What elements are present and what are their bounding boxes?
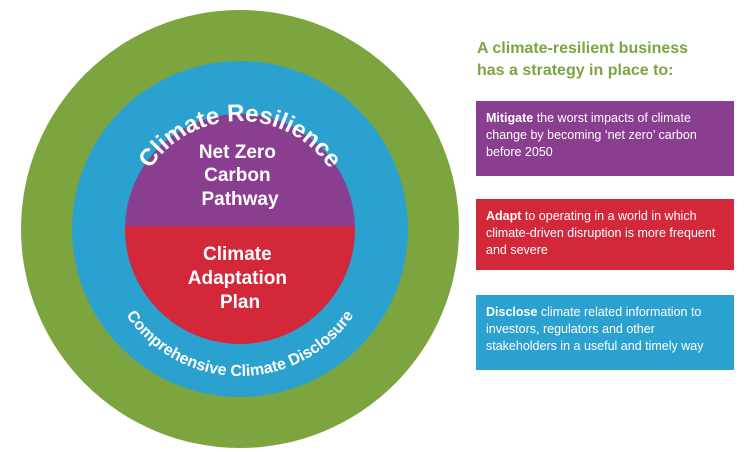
strategy-heading: A climate-resilient business has a strat… bbox=[477, 38, 737, 82]
mitigate-box: Mitigate the worst impacts of climate ch… bbox=[476, 101, 734, 176]
disclose-box: Disclose climate related information to … bbox=[476, 295, 734, 370]
disclose-text: climate related information to investors… bbox=[486, 305, 704, 353]
adaptation-line-3: Plan bbox=[220, 292, 260, 313]
adaptation-line-2: Adaptation bbox=[188, 268, 287, 289]
net-zero-label: Net Zero Carbon Pathway bbox=[199, 142, 281, 210]
adaptation-line-1: Climate bbox=[203, 244, 272, 265]
mitigate-keyword: Mitigate bbox=[486, 111, 534, 125]
resilience-diagram: Climate Resilience Comprehensive Climate… bbox=[21, 10, 459, 448]
mitigate-text: the worst impacts of climate change by b… bbox=[486, 111, 697, 159]
center-bottom-half bbox=[125, 226, 355, 344]
adapt-keyword: Adapt bbox=[486, 209, 522, 223]
net-zero-line-1: Net Zero bbox=[199, 142, 276, 163]
adapt-box: Adapt to operating in a world in which c… bbox=[476, 199, 734, 270]
net-zero-line-3: Pathway bbox=[201, 189, 279, 210]
disclose-keyword: Disclose bbox=[486, 305, 538, 319]
center-top-half bbox=[125, 114, 355, 226]
strategy-heading-line-2: has a strategy in place to: bbox=[477, 62, 674, 79]
net-zero-line-2: Carbon bbox=[204, 165, 271, 186]
adapt-text: to operating in a world in which climate… bbox=[486, 209, 716, 257]
adaptation-plan-label: Climate Adaptation Plan bbox=[188, 244, 293, 313]
strategy-heading-line-1: A climate-resilient business bbox=[477, 40, 689, 57]
